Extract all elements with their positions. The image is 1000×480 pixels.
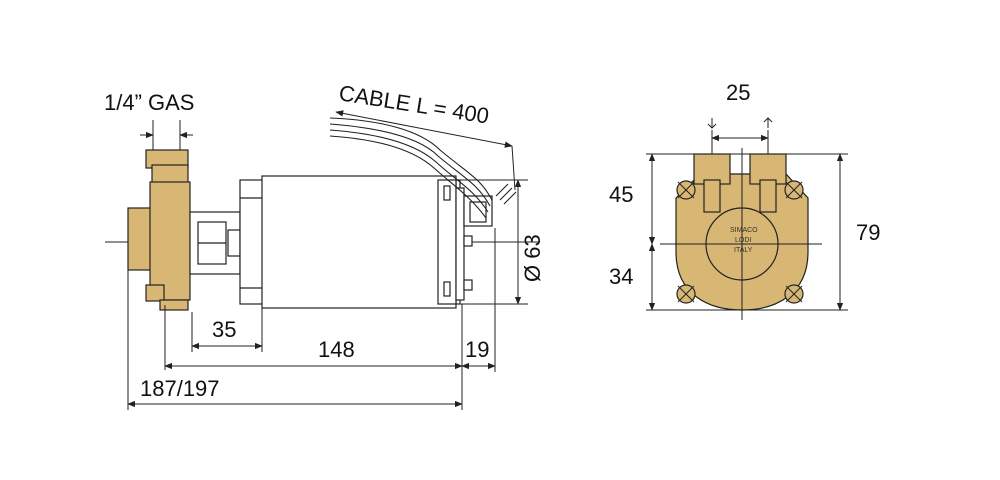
badge-line-1: SIMACO [730, 227, 758, 234]
outlet-port [749, 153, 787, 185]
inlet-port [693, 153, 731, 185]
dim-25: 25 [726, 80, 750, 105]
badge-line-2: LODI [735, 237, 751, 244]
front-view-dimensions [646, 117, 848, 320]
motor-body [239, 175, 465, 309]
badge-line-3: ITALY [734, 247, 753, 254]
side-view [105, 117, 540, 311]
diameter-label: Ø 63 [520, 234, 545, 282]
dim-187-197: 187/197 [140, 376, 220, 401]
dim-45: 45 [609, 182, 633, 207]
dim-19: 19 [465, 337, 489, 362]
dim-34: 34 [609, 264, 633, 289]
cable-gland [463, 195, 493, 291]
pump-head [127, 149, 191, 311]
cable-length-label: CABLE L = 400 [337, 80, 491, 128]
thread-label: 1/4” GAS [104, 90, 194, 115]
dim-79: 79 [856, 220, 880, 245]
dim-148: 148 [318, 337, 355, 362]
side-view-dimensions [127, 110, 528, 410]
dim-35: 35 [212, 317, 236, 342]
